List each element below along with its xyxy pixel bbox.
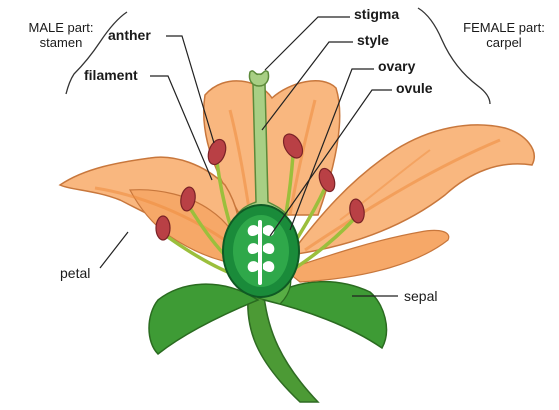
male-part-line1: MALE part: (6, 20, 116, 35)
male-part-line2: stamen (6, 35, 116, 50)
style-label: style (357, 32, 389, 48)
stigma (249, 71, 268, 86)
petal-leader (100, 232, 128, 268)
petal-label: petal (60, 266, 90, 281)
stigma-label: stigma (354, 6, 399, 22)
male-part-label: MALE part: stamen (6, 20, 116, 50)
anther-label: anther (108, 27, 151, 43)
ovary-label: ovary (378, 58, 415, 74)
female-part-line1: FEMALE part: (450, 20, 558, 35)
female-part-line2: carpel (450, 35, 558, 50)
female-part-label: FEMALE part: carpel (450, 20, 558, 50)
filament-label: filament (84, 67, 138, 83)
stigma-leader (265, 17, 350, 70)
ovary (223, 205, 299, 297)
sepal-label: sepal (404, 289, 437, 304)
ovule-label: ovule (396, 80, 433, 96)
